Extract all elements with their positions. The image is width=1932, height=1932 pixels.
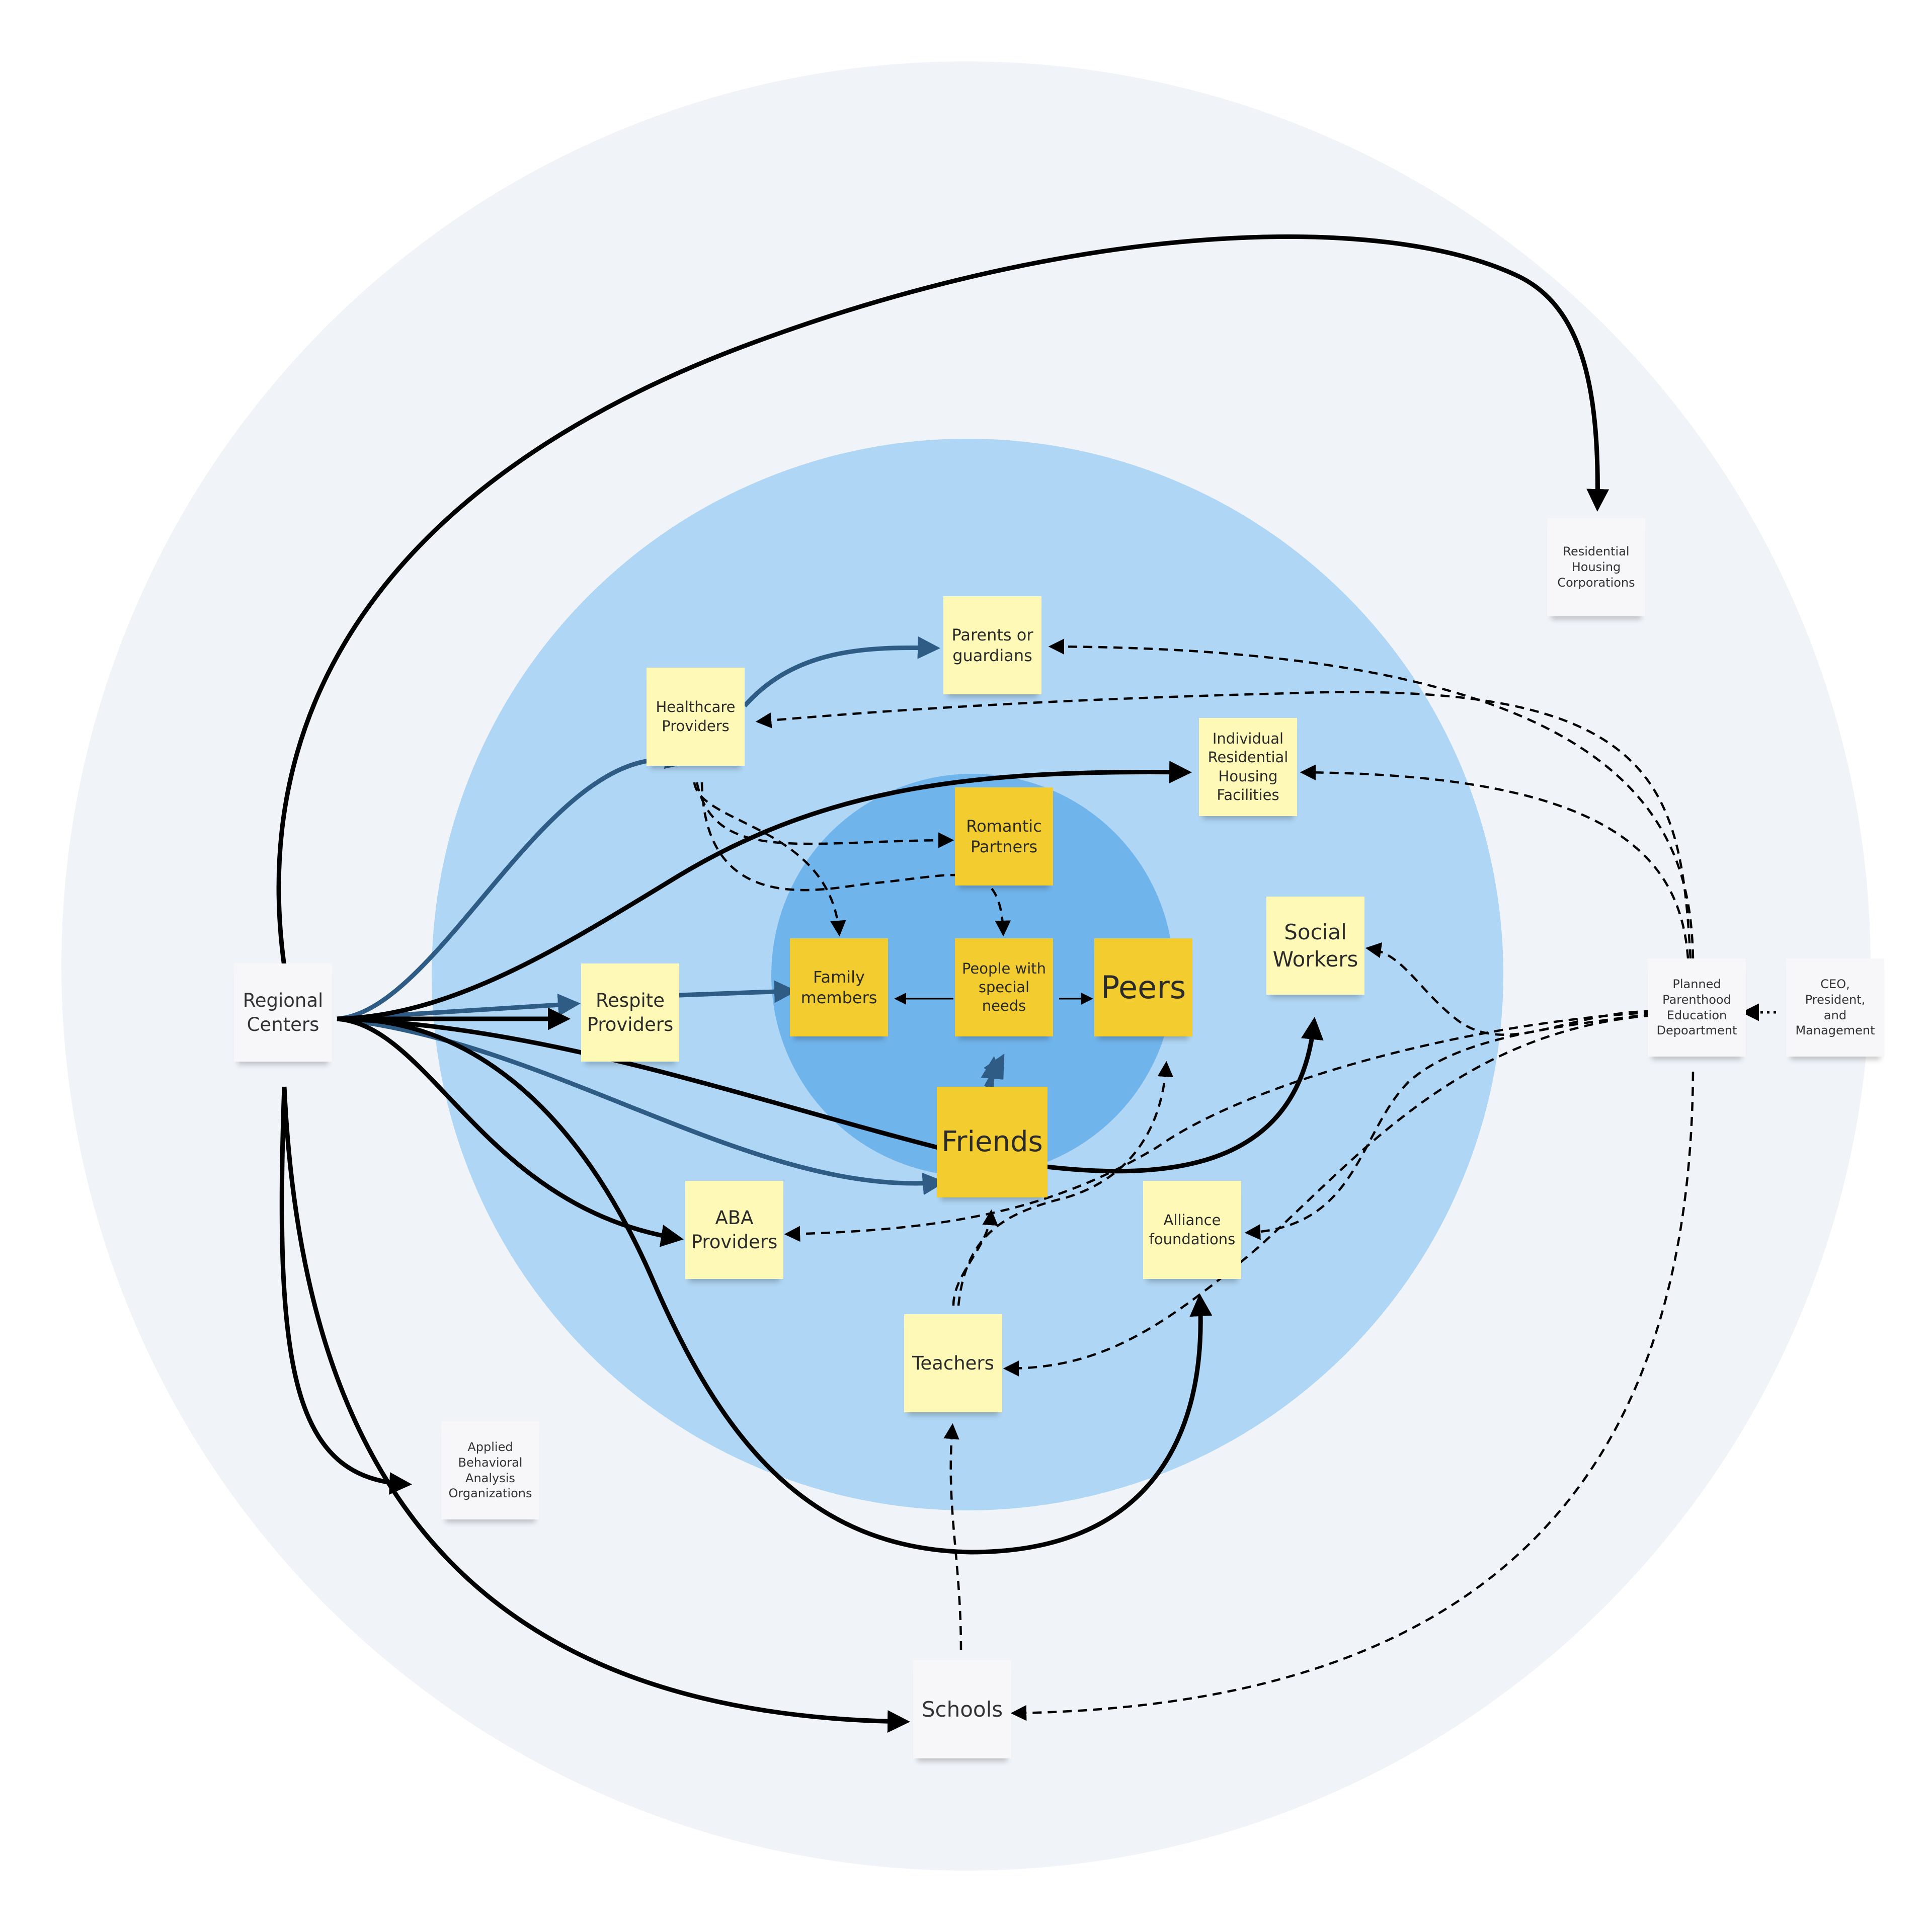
node-family-members[interactable]: Family members (790, 938, 888, 1036)
edge-regional-to-healthcare (337, 747, 689, 1021)
family-members-label: Family members (800, 967, 877, 1007)
node-romantic-partners[interactable]: Romantic Partners (955, 787, 1053, 886)
edge-schools-to-teachers (943, 1423, 962, 1651)
social-workers-label: Social Workers (1272, 919, 1358, 972)
ceo-president-management-label: CEO, President, and Management (1795, 977, 1875, 1038)
edge-regional-to-aba-providers (337, 1016, 684, 1247)
edge-planned-parenthood-to-social-workers (1365, 942, 1653, 1036)
node-planned-parenthood-education-department[interactable]: Planned Parenthood Education Depoartment (1648, 958, 1746, 1057)
romantic-partners-label: Romantic Partners (966, 816, 1042, 856)
node-peers[interactable]: Peers (1094, 938, 1192, 1036)
node-friends[interactable]: Friends (937, 1087, 1048, 1197)
edge-planned-parenthood-to-healthcare (755, 691, 1692, 959)
residential-housing-corporations-label: Residential Housing Corporations (1557, 544, 1635, 590)
edge-healthcare-to-romantic-partners (695, 782, 954, 848)
node-aba-providers[interactable]: ABA Providers (685, 1181, 783, 1279)
edge-healthcare-to-family-members (693, 782, 846, 937)
node-schools[interactable]: Schools (913, 1660, 1011, 1758)
node-alliance-foundations[interactable]: Alliance foundations (1143, 1181, 1241, 1279)
edge-regional-to-residential-facilities (337, 761, 1192, 1021)
edge-planned-parenthood-to-schools (1010, 1071, 1695, 1721)
node-respite-providers[interactable]: Respite Providers (581, 963, 679, 1062)
edge-regional-to-schools (282, 1086, 910, 1733)
edge-teachers-to-peers (957, 1061, 1174, 1306)
node-teachers[interactable]: Teachers (904, 1314, 1002, 1412)
alliance-foundations-label: Alliance foundations (1149, 1212, 1236, 1248)
edge-teachers-to-friends (952, 1209, 998, 1306)
edge-regional-to-aba-organizations (279, 1086, 412, 1495)
node-ceo-president-management[interactable]: CEO, President, and Management (1786, 958, 1884, 1057)
edge-planned-parenthood-to-alliance (1244, 1012, 1653, 1240)
aba-providers-label: ABA Providers (691, 1207, 778, 1253)
edge-regional-to-alliance (337, 1016, 1213, 1555)
node-residential-housing-corporations[interactable]: Residential Housing Corporations (1547, 518, 1645, 616)
edge-planned-parenthood-to-teachers (1003, 1014, 1653, 1377)
teachers-label: Teachers (912, 1352, 994, 1374)
edge-regional-to-residential-housing-corporations (276, 234, 1609, 967)
parents-or-guardians-label: Parents or guardians (951, 625, 1033, 665)
node-individual-residential-housing-facilities[interactable]: Individual Residential Housing Facilitie… (1199, 718, 1297, 816)
edge-friends-to-people-special-needs-2 (981, 1056, 1004, 1090)
people-with-special-needs-label: People with special needs (961, 959, 1046, 1015)
edge-regional-to-social-workers (337, 1016, 1324, 1174)
respite-providers-label: Respite Providers (587, 990, 674, 1035)
node-social-workers[interactable]: Social Workers (1266, 897, 1364, 995)
peers-label: Peers (1100, 969, 1186, 1006)
node-healthcare-providers[interactable]: Healthcare Providers (647, 668, 745, 766)
node-applied-behavioral-analysis-organizations[interactable]: Applied Behavioral Analysis Organization… (441, 1421, 539, 1519)
node-people-with-special-needs[interactable]: People with special needs (955, 938, 1053, 1036)
healthcare-providers-label: Healthcare Providers (656, 698, 736, 735)
individual-residential-housing-facilities-label: Individual Residential Housing Facilitie… (1208, 730, 1289, 803)
node-regional-centers[interactable]: Regional Centers (234, 963, 332, 1062)
node-parents-or-guardians[interactable]: Parents or guardians (943, 596, 1041, 694)
schools-label: Schools (921, 1697, 1003, 1722)
edge-planned-parenthood-to-residential-facilities (1300, 764, 1689, 959)
applied-behavioral-analysis-organizations-label: Applied Behavioral Analysis Organization… (448, 1440, 532, 1501)
regional-centers-label: Regional Centers (243, 990, 324, 1035)
edge-planned-parenthood-to-aba (784, 1011, 1653, 1242)
edge-planned-parenthood-to-parents (1048, 638, 1695, 959)
edge-healthcare-to-parents (743, 636, 940, 707)
friends-label: Friends (941, 1125, 1043, 1159)
planned-parenthood-education-department-label: Planned Parenthood Education Depoartment (1656, 977, 1737, 1038)
edge-respite-to-family-members (679, 980, 797, 1003)
